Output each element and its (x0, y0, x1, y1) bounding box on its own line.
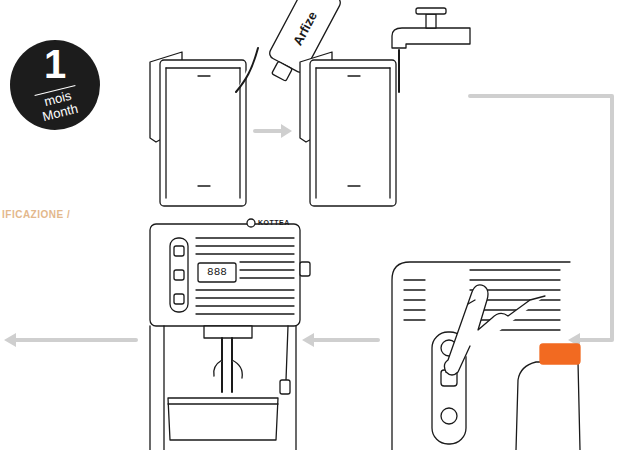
drawing-part (516, 362, 580, 450)
drawing-part (255, 129, 282, 133)
drawing-part (280, 380, 290, 394)
drawing-part (470, 319, 560, 320)
drawing-part (300, 262, 310, 276)
drawing-part (231, 338, 233, 392)
drawing-part (310, 60, 396, 206)
drawing-part (312, 338, 378, 342)
drawing-part (446, 346, 470, 375)
drawing-part (295, 326, 296, 450)
tap-faucet (392, 8, 470, 92)
drawing-part (232, 360, 242, 378)
drawing-part (204, 326, 252, 338)
pressing-hand (444, 285, 545, 375)
drawing-part (198, 263, 236, 282)
drawing-part (163, 326, 164, 450)
drawing-part (214, 360, 222, 376)
drawing-part (404, 299, 425, 300)
drawing-part (468, 300, 475, 304)
drawing-part (392, 28, 470, 48)
drawing-part (221, 338, 223, 392)
drawing-part (348, 75, 360, 76)
drawing-part (348, 185, 360, 186)
drawing-part (174, 294, 184, 304)
drawing-part (470, 279, 560, 280)
drawing-part (272, 61, 293, 81)
drawing-part (282, 326, 288, 386)
descaler-bottle (516, 344, 580, 450)
drawing-part (196, 297, 294, 298)
drawing-part (198, 185, 210, 186)
water-tank (300, 52, 396, 206)
drawing-part (470, 269, 560, 270)
drawing-part (426, 14, 436, 28)
drawing-part (170, 238, 188, 312)
water-tank (150, 52, 246, 206)
drawing-part (196, 253, 294, 254)
section-heading: IFICAZIONE / (2, 210, 70, 220)
drawing-part (165, 68, 166, 198)
drawing-part (149, 326, 150, 450)
drawing-part (198, 75, 210, 76)
drawing-part (404, 319, 425, 320)
drawing-part (160, 60, 246, 206)
drawing-part (316, 67, 390, 68)
drawing-part (416, 8, 446, 14)
coffee-machine (150, 219, 310, 450)
drawing-part (240, 277, 294, 278)
drawing-part (168, 403, 278, 404)
drawing-part (247, 219, 255, 227)
drawing-part (174, 270, 184, 280)
drawing-part (398, 50, 400, 92)
drawing-part (4, 333, 16, 347)
drawing-part (240, 269, 294, 270)
drawing-part (150, 224, 300, 326)
drawing-part (315, 68, 316, 198)
display-digits: 888 (207, 267, 227, 278)
drawing-part (196, 305, 294, 306)
drawing-part (196, 313, 294, 314)
drawing-part (168, 398, 278, 440)
month-circle: 1moisMonth (10, 40, 100, 130)
drawing-part (196, 245, 294, 246)
drawing-part (240, 261, 294, 262)
drawing-part (196, 237, 294, 238)
drawing-part (236, 48, 258, 92)
drawing-part (302, 333, 314, 347)
drawing-part (174, 246, 184, 256)
drawing-part (166, 67, 240, 68)
drawing-part (441, 408, 457, 424)
drawing-part (540, 344, 580, 364)
drawing-part (14, 338, 136, 342)
drawing-part (281, 124, 292, 138)
month-number: 1 (44, 44, 66, 84)
drawing-part (404, 309, 425, 310)
machine-brand: KOTTEA (258, 219, 290, 226)
drawing-part (389, 68, 390, 198)
drawing-part (404, 289, 425, 290)
drawing-part (196, 289, 294, 290)
drawing-part (404, 279, 425, 280)
